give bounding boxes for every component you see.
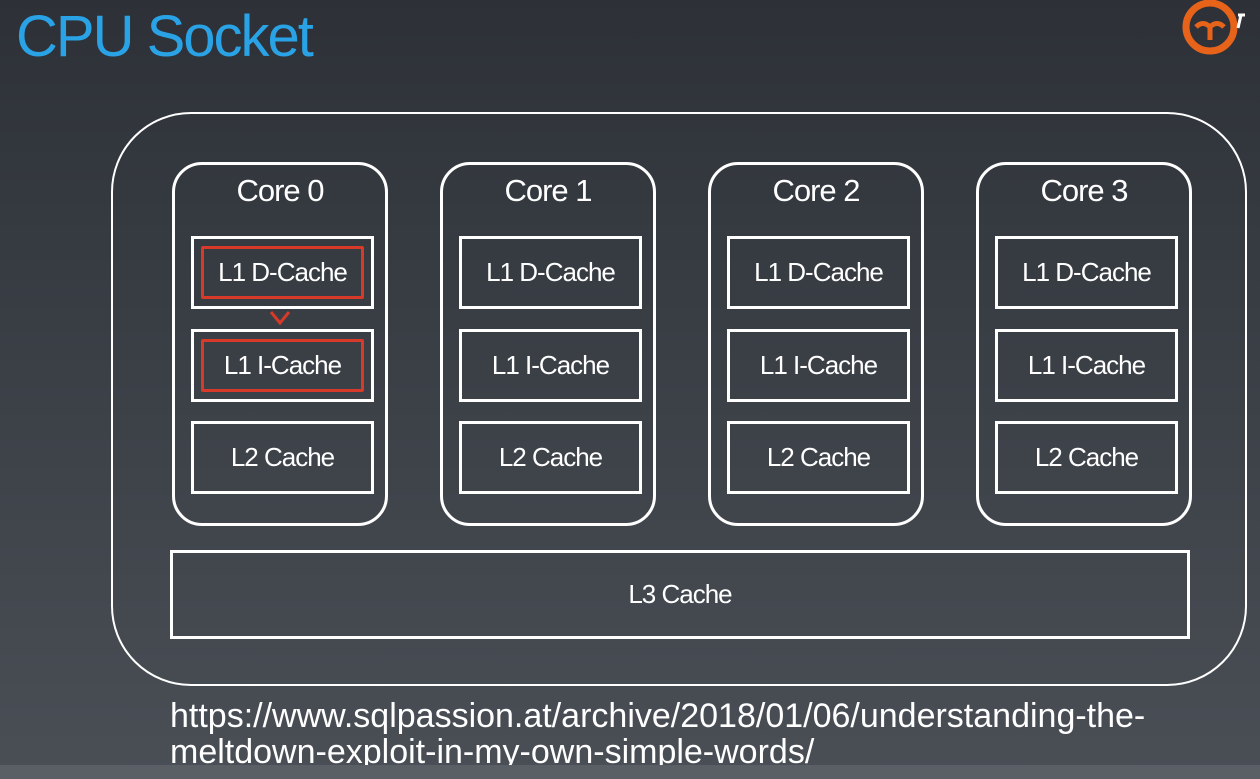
- l1i-cache-label: L1 I-Cache: [223, 350, 342, 380]
- l1d-cache-label: L1 D-Cache: [1022, 257, 1152, 287]
- page-title: CPU Socket: [16, 4, 314, 69]
- brand-logo-icon: [1182, 0, 1245, 55]
- l1i-cache-label: L1 I-Cache: [1027, 350, 1146, 380]
- core-0-box: Core 0 L1 D-Cache L1 I-Cache L2 Cache: [172, 162, 388, 526]
- core-1-label: Core 1: [504, 173, 592, 208]
- core-0-label: Core 0: [236, 173, 324, 208]
- core-3-l2-cache: L2 Cache: [995, 421, 1178, 494]
- core-1-l1d-cache: L1 D-Cache: [459, 236, 642, 309]
- core-2-l1i-cache: L1 I-Cache: [727, 329, 910, 402]
- l2-cache-label: L2 Cache: [230, 442, 335, 472]
- core-2-l2-cache: L2 Cache: [727, 421, 910, 494]
- core-2-l1d-cache: L1 D-Cache: [727, 236, 910, 309]
- l1i-highlight: [201, 339, 364, 392]
- l1d-highlight: [201, 246, 364, 299]
- core-3-label: Core 3: [1040, 173, 1128, 208]
- cpu-socket-outline: [111, 112, 1247, 686]
- l1i-cache-label: L1 I-Cache: [491, 350, 610, 380]
- core-1-l1i-cache: L1 I-Cache: [459, 329, 642, 402]
- l3-cache-label: L3 Cache: [628, 579, 732, 609]
- l1d-cache-label: L1 D-Cache: [218, 257, 348, 287]
- l2-cache-label: L2 Cache: [766, 442, 871, 472]
- core-2-box: Core 2 L1 D-Cache L1 I-Cache L2 Cache: [708, 162, 924, 526]
- core-1-l2-cache: L2 Cache: [459, 421, 642, 494]
- core-2-label: Core 2: [772, 173, 860, 208]
- down-arrow-icon: [269, 311, 291, 326]
- core-3-box: Core 3 L1 D-Cache L1 I-Cache L2 Cache: [976, 162, 1192, 526]
- l1i-cache-label: L1 I-Cache: [759, 350, 878, 380]
- bottom-bar: [0, 765, 1260, 779]
- core-3-l1i-cache: L1 I-Cache: [995, 329, 1178, 402]
- core-0-l1d-cache: L1 D-Cache: [191, 236, 374, 309]
- l2-cache-label: L2 Cache: [1034, 442, 1139, 472]
- l3-cache: L3 Cache: [170, 550, 1190, 639]
- core-1-box: Core 1 L1 D-Cache L1 I-Cache L2 Cache: [440, 162, 656, 526]
- core-0-l1i-cache: L1 I-Cache: [191, 329, 374, 402]
- l1d-cache-label: L1 D-Cache: [754, 257, 884, 287]
- core-0-l2-cache: L2 Cache: [191, 421, 374, 494]
- l1d-cache-label: L1 D-Cache: [486, 257, 616, 287]
- core-3-l1d-cache: L1 D-Cache: [995, 236, 1178, 309]
- l2-cache-label: L2 Cache: [498, 442, 603, 472]
- source-link[interactable]: https://www.sqlpassion.at/archive/2018/0…: [170, 697, 1146, 771]
